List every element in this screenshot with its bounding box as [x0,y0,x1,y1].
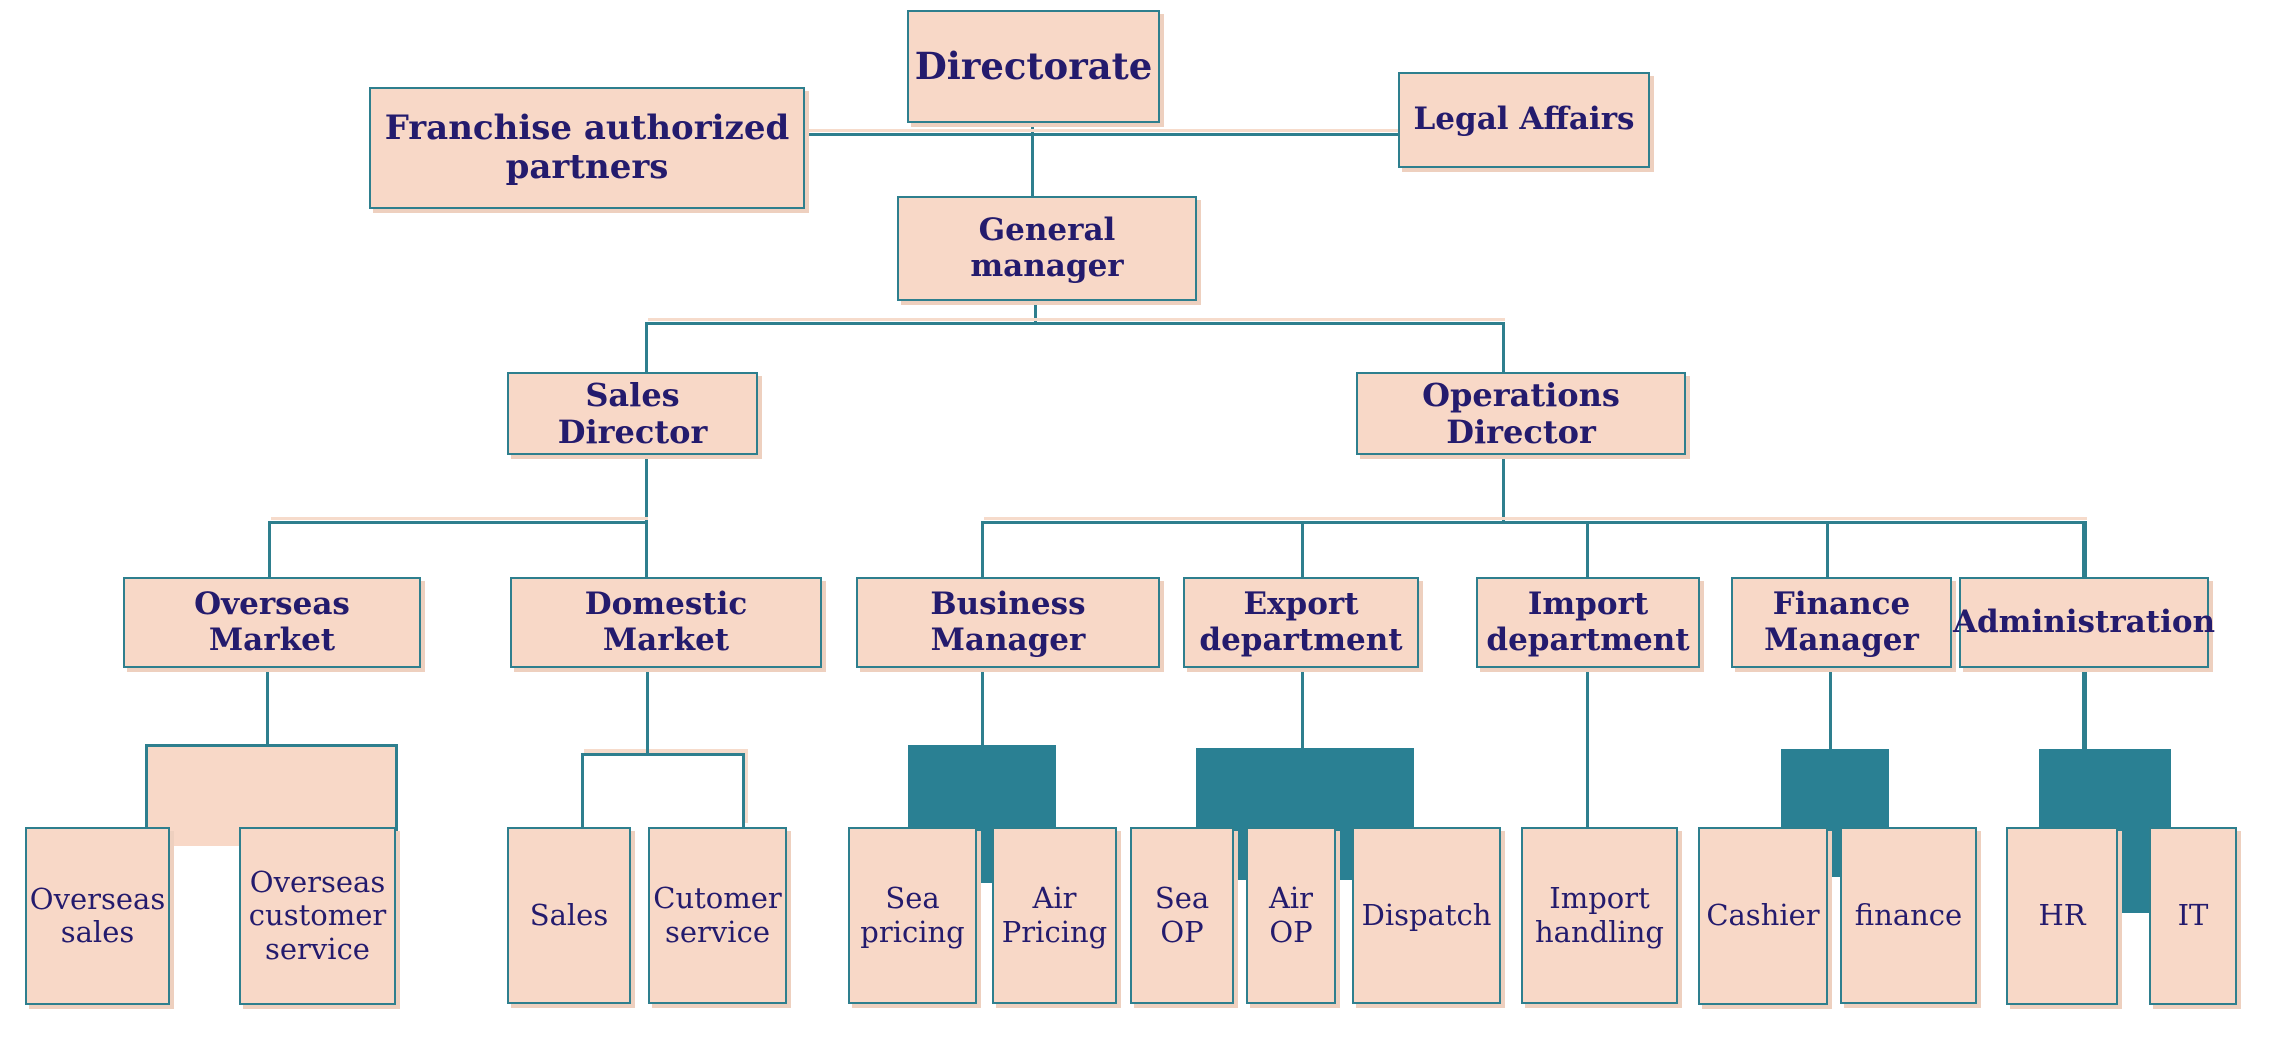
node-cashier: Cashier [1698,827,1828,1005]
node-finance: finance [1840,827,1977,1004]
connector-operations-bar [981,521,2084,524]
connector-drop-finance-manager [1826,521,1829,577]
node-import-department: Import department [1476,577,1700,668]
connector-administration-down [2082,668,2087,749]
node-legal-affairs: Legal Affairs [1398,72,1650,168]
node-administration: Administration [1953,577,2215,668]
node-import-handling: Import handling [1521,827,1678,1004]
node-overseas-market: Overseas Market [123,577,421,668]
connector-drop-business-manager [981,521,984,577]
node-dispatch: Dispatch [1352,827,1501,1004]
node-sales: Sales [507,827,631,1004]
connector-drop-import-department [1586,521,1589,577]
connector-sales-bar [268,521,645,524]
node-operations-director: Operations Director [1356,372,1686,455]
connector-export-department-down [1301,668,1304,748]
connector-drop-export-department [1301,521,1304,577]
node-sea-pricing: Sea pricing [848,827,977,1004]
connector-directors-bar [645,322,1502,325]
connector-directorate-gm [1031,123,1034,196]
node-overseas-sales: Overseas sales [25,827,170,1005]
node-air-op: Air OP [1246,827,1336,1004]
node-directorate: Directorate [907,10,1160,123]
node-overseas-customer-service: Overseas customer service [239,827,396,1005]
connector-finance-manager-down [1829,668,1832,749]
connector-sales-director-down [645,455,648,577]
connector-drop-overseas-market [268,521,271,577]
connector-gm-down [1034,301,1037,322]
node-general-manager: General manager [897,196,1197,301]
node-customer-service: Cutomer service [648,827,787,1004]
connector-import-department-down [1586,668,1589,827]
connector-operations-director-down [1502,455,1505,521]
connector-overseas-market-down [266,668,269,744]
connector-business-manager-down [981,668,984,745]
node-sea-op: Sea OP [1130,827,1234,1004]
node-export-department: Export department [1183,577,1419,668]
node-domestic-market: Domestic Market [510,577,822,668]
connector-domestic-market-down [646,668,649,753]
node-it: IT [2149,827,2237,1005]
node-business-manager: Business Manager [856,577,1160,668]
node-air-pricing: Air Pricing [992,827,1117,1004]
connector-franchise-legal [805,133,1398,136]
connector-drop-operations-director [1502,322,1505,372]
node-sales-director: Sales Director [507,372,758,455]
connector-drop-administration [2082,521,2087,577]
node-finance-manager: Finance Manager [1731,577,1952,668]
connector-drop-sales-director [645,322,648,372]
node-hr: HR [2006,827,2118,1005]
connector-bracket-domestic-market [581,753,745,827]
node-franchise-partners: Franchise authorized partners [369,87,805,209]
